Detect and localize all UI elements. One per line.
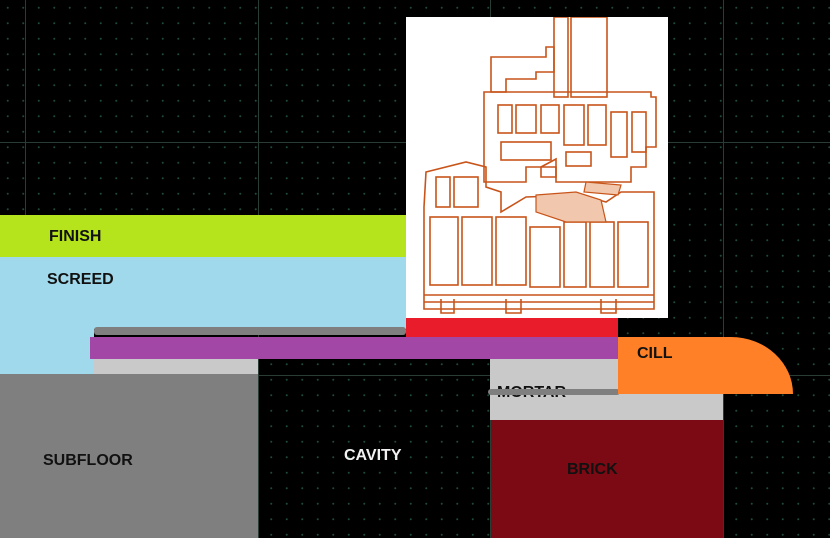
mortar-top-line [488,389,620,395]
mortar-layer [490,393,723,420]
screed-layer-lower [0,329,94,374]
dpc-strip [406,317,618,338]
cill-block [618,337,793,394]
subfloor-block [0,373,258,538]
finish-label: FINISH [49,228,102,245]
finish-layer [0,215,421,257]
subfloor-label: SUBFLOOR [43,452,133,469]
window-profile-drawing [423,17,657,314]
screed-layer [0,257,406,329]
membrane-layer [90,337,618,359]
grid-line-horizontal [0,375,830,376]
brick-label: BRICK [567,461,618,478]
cavity-label: CAVITY [344,447,402,464]
window-frame-section [406,17,668,318]
mortar-bed [490,359,618,393]
brick-block [491,420,723,538]
grid-line-vertical [723,0,724,538]
cill-label: CILL [637,345,673,362]
screed-label: SCREED [47,271,114,288]
insulation-board-line [94,327,406,335]
subfloor-top-strip [94,358,258,374]
